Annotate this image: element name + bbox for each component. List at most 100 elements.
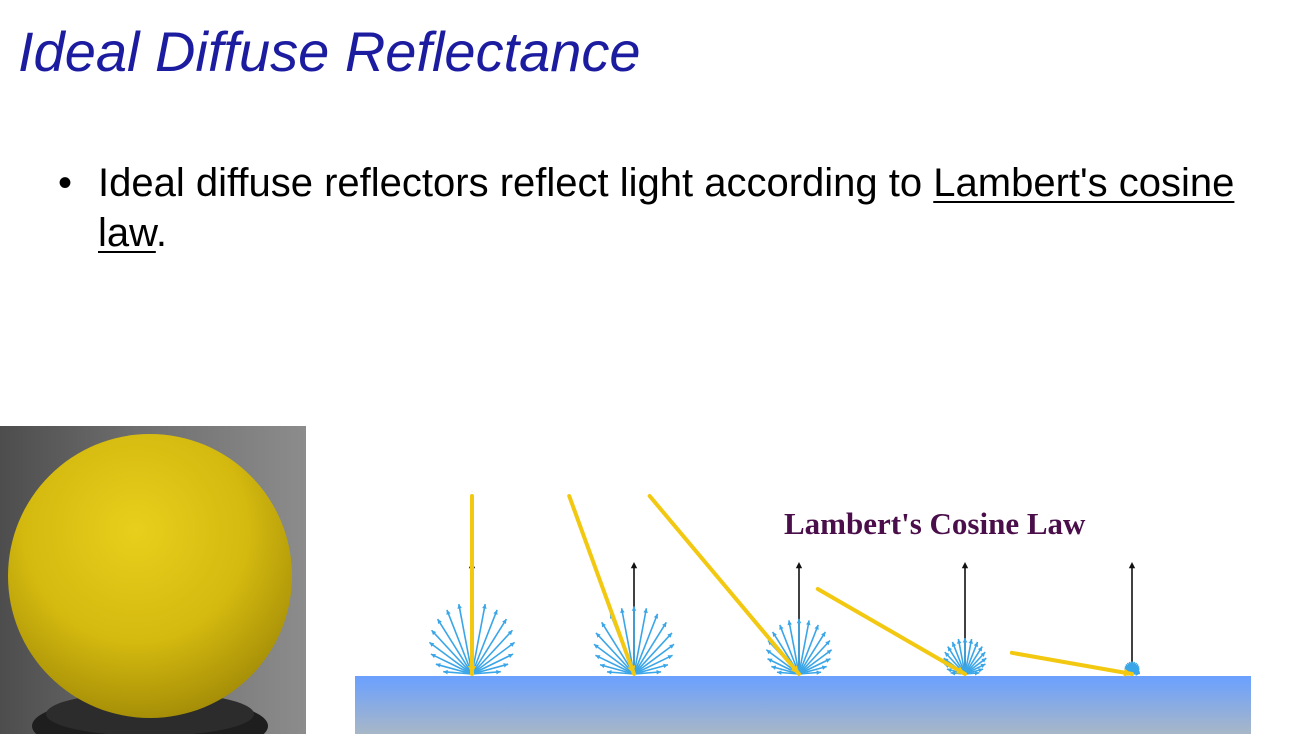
reflected-ray-arrowhead [779, 624, 784, 630]
reflected-ray [771, 665, 800, 675]
reflected-ray [471, 663, 509, 675]
reflected-ray-arrowhead [509, 642, 515, 647]
yellow-ball [8, 434, 292, 718]
reflected-ray [471, 629, 514, 675]
reflected-ray [471, 603, 486, 675]
lambert-diagram-svg [355, 494, 1251, 734]
reflected-ray-arrowhead [814, 624, 819, 630]
reflected-ray-arrowhead [796, 618, 802, 624]
reflected-ray-arrowhead [631, 606, 637, 611]
reflected-ray-arrowhead [821, 631, 826, 637]
reflected-ray-arrowhead [662, 622, 667, 628]
reflected-ray-arrowhead [437, 619, 442, 625]
yellow-ball-image [0, 426, 306, 734]
normal-arrowhead [630, 562, 638, 569]
reflected-ray [443, 670, 473, 675]
reflected-ray [951, 641, 966, 675]
reflected-ray-arrowhead [435, 663, 441, 668]
reflected-ray-arrowhead [493, 609, 498, 615]
reflected-ray-arrowhead [816, 670, 822, 675]
reflected-ray-arrowhead [669, 644, 675, 649]
reflected-ray [471, 609, 498, 675]
reflected-ray-arrowhead [643, 608, 648, 614]
reflected-ray [957, 638, 966, 675]
reflected-ray-arrowhead [974, 670, 980, 676]
bullet-item: •Ideal diffuse reflectors reflect light … [58, 158, 1258, 258]
reflected-ray [947, 646, 966, 675]
reflected-ray [798, 665, 827, 675]
reflected-ray-arrowhead [446, 609, 451, 615]
reflected-ray [798, 639, 831, 675]
reflected-ray-arrowhead [826, 649, 832, 655]
reflected-ray-arrowhead [508, 653, 514, 659]
reflected-ray-arrowhead [595, 655, 601, 660]
reflected-ray-arrowhead [825, 640, 830, 646]
lambert-diagram: Lambert's Cosine Law [352, 490, 1252, 736]
reflected-ray [798, 649, 833, 675]
reflected-ray-arrowhead [667, 632, 672, 638]
reflected-ray-arrowhead [766, 649, 772, 655]
reflected-ray-arrowhead [656, 669, 662, 675]
reflected-ray [430, 653, 473, 675]
reflected-ray-arrowhead [663, 663, 668, 669]
reflected-ray [471, 618, 508, 675]
yellow-ball-photo [0, 426, 306, 734]
reflected-ray [428, 641, 473, 675]
reflected-ray-arrowhead [978, 668, 984, 673]
normal-arrowhead [1128, 562, 1136, 569]
reflected-ray-arrowhead [596, 632, 601, 638]
reflected-ray [633, 654, 673, 675]
reflected-ray-arrowhead [600, 663, 605, 669]
reflected-ray [964, 638, 973, 675]
reflected-ray [606, 671, 635, 675]
reflected-ray-arrowhead [962, 638, 968, 643]
reflected-ray [964, 641, 979, 675]
reflected-ray-arrowhead [429, 642, 435, 647]
reflected-ray-arrowhead [947, 646, 953, 652]
reflected-ray-arrowhead [496, 669, 501, 675]
reflected-ray-arrowhead [981, 658, 987, 663]
reflected-ray-arrowhead [502, 619, 507, 625]
bullet-period: . [155, 211, 167, 255]
reflected-ray-arrowhead [980, 652, 986, 657]
reflected-ray-arrowhead [620, 608, 625, 614]
reflecting-surface [355, 676, 1251, 734]
reflected-ray [599, 664, 635, 675]
reflected-ray-arrowhead [767, 658, 773, 663]
lamberts-cosine-law-link[interactable]: Lambert's cosine law [98, 161, 1235, 255]
reflected-ray [435, 663, 473, 675]
reflected-ray [788, 620, 800, 675]
reflected-ray-arrowhead [772, 631, 777, 637]
reflected-ray [595, 654, 635, 675]
reflected-ray [458, 603, 473, 675]
reflected-ray-arrowhead [980, 663, 986, 669]
incident-ray-arrowhead [790, 665, 799, 674]
reflected-ray [446, 609, 473, 675]
reflected-ray-arrowhead [944, 652, 950, 657]
reflected-ray [779, 624, 800, 675]
reflected-ray-arrowhead [431, 630, 437, 636]
reflected-ray [471, 641, 516, 675]
bullet-text: Ideal diffuse reflectors reflect light a… [98, 161, 934, 205]
reflected-ray-arrowhead [482, 604, 487, 609]
reflected-ray-arrowhead [977, 646, 983, 652]
incident-ray-arrowhead [467, 665, 477, 674]
reflected-ray-arrowhead [653, 613, 659, 619]
reflected-ray [633, 632, 673, 675]
reflected-ray-arrowhead [973, 641, 979, 647]
reflected-ray-arrowhead [507, 630, 513, 636]
reflected-ray-arrowhead [457, 604, 462, 609]
reflected-ray [633, 671, 662, 675]
reflected-ray-arrowhead [968, 639, 974, 644]
reflected-ray-arrowhead [806, 620, 811, 626]
incident-light-ray [647, 494, 801, 676]
incident-ray-arrowhead [627, 665, 636, 674]
reflected-ray [471, 653, 514, 675]
reflected-ray [600, 621, 635, 675]
reflected-ray-arrowhead [950, 670, 956, 676]
reflected-ray [798, 624, 819, 675]
reflected-ray-arrowhead [825, 658, 831, 663]
incident-light-ray [1009, 650, 1134, 676]
reflected-ray [471, 670, 501, 675]
reflected-ray-arrowhead [951, 641, 957, 647]
